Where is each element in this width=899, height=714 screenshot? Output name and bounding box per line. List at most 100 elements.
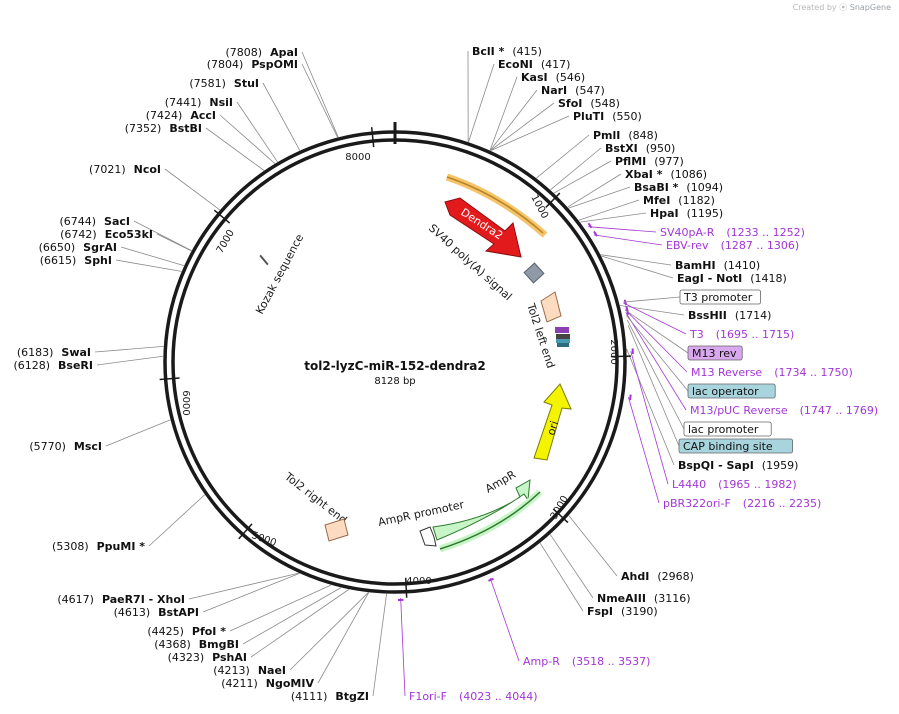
enzyme-name: ApaI — [270, 46, 298, 59]
enzyme-site-pluti: PluTI(550) — [573, 110, 642, 123]
enzyme-label: (7581) StuI — [189, 77, 259, 90]
primer-mark — [587, 222, 593, 229]
primer-range: (1287 .. 1306) — [721, 239, 800, 252]
primer-amp-r: Amp-R(3518 .. 3537) — [523, 655, 650, 668]
enzyme-site-sfoi: SfoI (548) — [558, 97, 620, 110]
primer-sv40pa-r: SV40pA-R(1233 .. 1252) — [660, 226, 805, 239]
enzyme-name: StuI — [234, 77, 259, 90]
enzyme-position: (7581) — [189, 77, 226, 90]
feature-label: CAP binding site — [683, 440, 773, 453]
feature-leader-line — [627, 325, 680, 447]
enzyme-leader-line — [133, 220, 192, 251]
enzyme-position: (547) — [575, 84, 605, 97]
enzyme-name: SphI — [84, 254, 112, 267]
primer-range: (1734 .. 1750) — [774, 366, 853, 379]
tick-mark — [159, 377, 180, 381]
enzyme-label: (4213)NaeI — [213, 664, 286, 677]
enzyme-name: NmeAIII — [597, 592, 646, 605]
enzyme-label: XbaI *(1086) — [625, 168, 707, 181]
enzyme-position: (6650) — [39, 241, 76, 254]
enzyme-label: (4613)BstAPI — [114, 606, 199, 619]
enzyme-site-bcli: BclI *(415) — [472, 45, 542, 58]
tick-label: 2000 — [608, 339, 619, 364]
enzyme-position: (550) — [612, 110, 642, 123]
enzyme-label: (7441)NsiI — [165, 96, 233, 109]
enzyme-name: AhdI — [621, 570, 649, 583]
feature-lac-promoter: lac promoter — [683, 421, 772, 437]
primer-label: M13 Reverse(1734 .. 1750) — [691, 366, 853, 379]
enzyme-name: PspOMI — [251, 58, 298, 71]
enzyme-leader-line — [301, 51, 339, 138]
enzyme-position: (6615) — [40, 254, 77, 267]
enzyme-leader-line — [568, 515, 618, 577]
enzyme-name: NcoI — [134, 163, 161, 176]
primer-t3: T3(1695 .. 1715) — [689, 328, 794, 341]
enzyme-site-btgzi: (4111)BtgZI — [291, 690, 369, 703]
enzyme-label: SfoI (548) — [558, 97, 620, 110]
enzyme-name: FspI — [587, 605, 613, 618]
plasmid-size: 8128 bp — [374, 376, 415, 387]
enzyme-site-ppumi: (5308)PpuMI * — [52, 540, 145, 553]
feature-label: M13 rev — [692, 347, 737, 360]
enzyme-position: (548) — [590, 97, 620, 110]
enzyme-site-swai: (6183)SwaI — [17, 346, 91, 359]
enzyme-site-nmeaiii: NmeAIII(3116) — [597, 592, 691, 605]
enzyme-name: PmlI — [593, 129, 620, 142]
primer-range: (1695 .. 1715) — [716, 328, 795, 341]
enzyme-leader-line — [164, 168, 221, 211]
enzyme-position: (1094) — [686, 181, 723, 194]
enzyme-label: (7804)PspOMI — [207, 58, 298, 71]
ori-feature: ori — [533, 383, 572, 461]
enzyme-position: (1086) — [670, 168, 707, 181]
primer-name: F1ori-F — [409, 690, 447, 703]
enzyme-name: SfoI — [558, 97, 582, 110]
enzyme-position: (7424) — [146, 109, 183, 122]
enzyme-position: (546) — [556, 71, 586, 84]
tick-label: 8000 — [345, 152, 370, 163]
primer-range: (2216 .. 2235) — [743, 497, 822, 510]
credit-brand: SnapGene — [849, 3, 891, 12]
enzyme-name: NsiI — [209, 96, 233, 109]
enzyme-site-eagi-noti: EagI - NotI(1418) — [677, 272, 787, 285]
tick-mark — [370, 127, 375, 148]
enzyme-leader-line — [301, 63, 338, 138]
feature-box — [687, 383, 776, 399]
enzyme-leader-line — [489, 89, 538, 151]
enzyme-label: MfeI(1182) — [643, 194, 715, 207]
primer-range: (1233 .. 1252) — [726, 226, 805, 239]
enzyme-name: NarI — [541, 84, 567, 97]
enzyme-name: PfoI * — [192, 625, 226, 638]
enzyme-leader-line — [96, 355, 164, 366]
feature-box — [687, 345, 743, 361]
enzyme-position: (1195) — [687, 207, 724, 220]
feature-leader-line — [624, 309, 689, 354]
enzyme-site-bamhi: BamHI(1410) — [675, 259, 760, 272]
feature-label: lac operator — [692, 385, 759, 398]
feature-t3-promoter: T3 promoter — [679, 289, 761, 305]
primer-leader-line — [623, 302, 687, 335]
tick-label: 4000 — [406, 576, 431, 587]
tick-label: 3000 — [549, 494, 571, 522]
enzyme-name: PflMI — [615, 155, 646, 168]
enzyme-label: BspQI - SapI(1959) — [678, 459, 798, 472]
primer-label: pBR322ori-F(2216 .. 2235) — [663, 497, 821, 510]
enzyme-position: (1418) — [750, 272, 787, 285]
primer-leader-line — [593, 234, 663, 246]
primer-name: EBV-rev — [666, 239, 709, 252]
primer-leader-line — [624, 309, 688, 373]
enzyme-leader-line — [289, 592, 369, 671]
enzyme-site-pspomi: (7804)PspOMI — [207, 58, 298, 71]
enzyme-name: MscI — [74, 440, 102, 453]
primer-range: (4023 .. 4044) — [459, 690, 538, 703]
enzyme-site-bsshii: BssHII(1714) — [688, 309, 771, 322]
enzyme-leader-line — [490, 102, 555, 151]
primer-label: M13/pUC Reverse(1747 .. 1769) — [690, 404, 878, 417]
feature-label: lac promoter — [688, 423, 759, 436]
enzyme-name: PaeR7I - XhoI — [102, 593, 185, 606]
primer-m13-puc-reverse: M13/pUC Reverse(1747 .. 1769) — [690, 404, 878, 417]
enzyme-label: BssHII(1714) — [688, 309, 771, 322]
enzyme-label: PluTI(550) — [573, 110, 642, 123]
enzyme-name: HpaI — [650, 207, 679, 220]
enzyme-name: Eco53kI — [105, 228, 153, 241]
